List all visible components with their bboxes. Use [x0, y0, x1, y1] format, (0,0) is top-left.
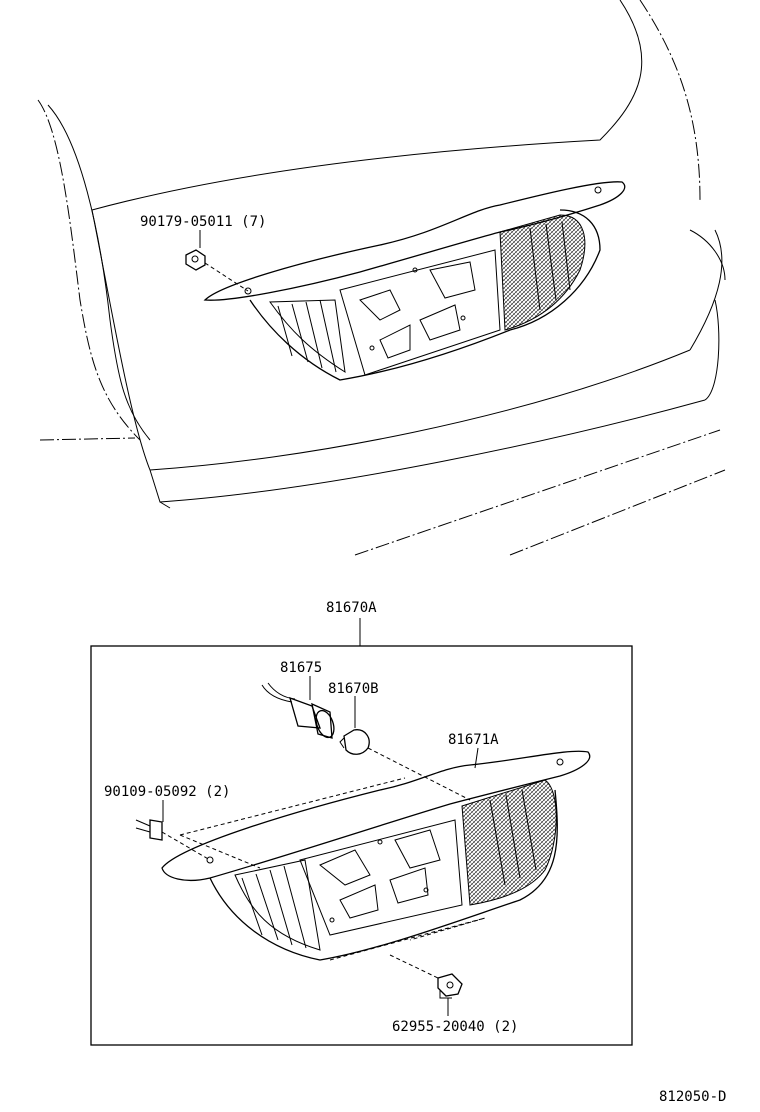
garnish-leader: [474, 747, 479, 769]
bulb-part: [339, 696, 471, 801]
vehicle-rear-outline: [37, 0, 726, 556]
figure-code: 812050-D: [659, 1089, 726, 1105]
label-top-nut: 90179-05011 (7): [140, 214, 266, 230]
label-assembly: 81670A: [326, 600, 377, 616]
top-nut-part: [185, 230, 249, 292]
socket-part: [261, 676, 335, 739]
label-bulb: 81670B: [328, 681, 379, 697]
bottom-clip-part: [437, 973, 463, 1016]
label-bottom-clip: 62955-20040 (2): [392, 1019, 518, 1035]
garnish-part: [161, 750, 591, 979]
left-bolt-part: [135, 800, 211, 861]
label-garnish: 81671A: [448, 732, 499, 748]
assembly-frame: [90, 645, 633, 1046]
garnish-installed: [203, 181, 626, 381]
label-socket: 81675: [280, 660, 322, 676]
label-left-bolt: 90109-05092 (2): [104, 784, 230, 800]
